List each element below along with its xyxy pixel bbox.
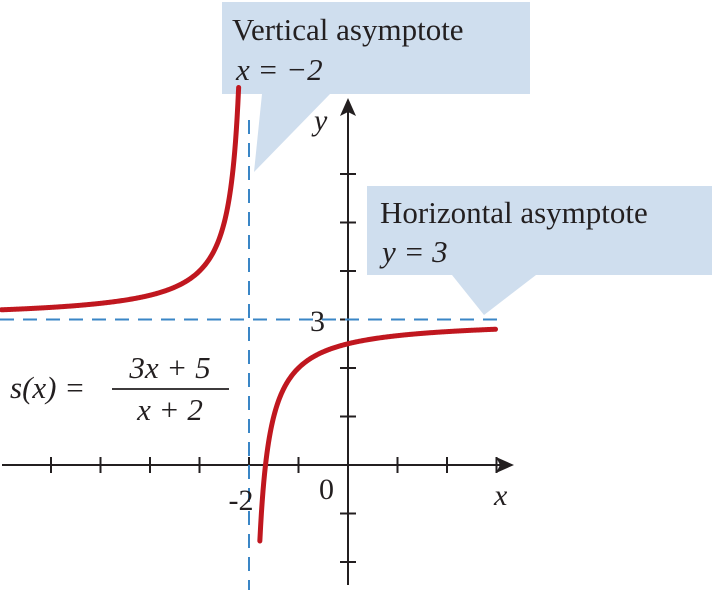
function-formula: s(x) = 3x + 5 x + 2 [10, 350, 229, 427]
x-axis-arrow [496, 457, 514, 473]
vertical-asymptote-callout [222, 2, 530, 94]
formula-lhs: s(x) = [10, 370, 85, 405]
origin-label: 0 [319, 473, 334, 506]
formula-denominator: x + 2 [136, 392, 203, 427]
callouts: Vertical asymptote x = −2 Horizontal asy… [222, 2, 712, 315]
y-axis-label: y [311, 104, 328, 137]
x-ticks [50, 457, 498, 473]
horizontal-asymptote-equation: y = 3 [379, 234, 448, 269]
vertical-asymptote-pointer [254, 94, 330, 172]
horizontal-asymptote-pointer [452, 275, 536, 315]
curves [0, 84, 499, 544]
axes [2, 98, 514, 585]
horizontal-asymptote-title: Horizontal asymptote [380, 195, 648, 230]
vertical-asymptote-equation: x = −2 [235, 52, 323, 87]
x-tick-label-minus-2: -2 [229, 484, 254, 517]
y-axis-arrow [340, 98, 356, 116]
x-axis-label: x [493, 479, 508, 512]
curve-right-branch [257, 326, 499, 544]
curve-left-branch [0, 84, 242, 313]
horizontal-asymptote-callout [367, 186, 712, 275]
formula-numerator: 3x + 5 [128, 350, 210, 385]
vertical-asymptote-title: Vertical asymptote [232, 12, 464, 47]
y-tick-label-3: 3 [310, 305, 325, 338]
